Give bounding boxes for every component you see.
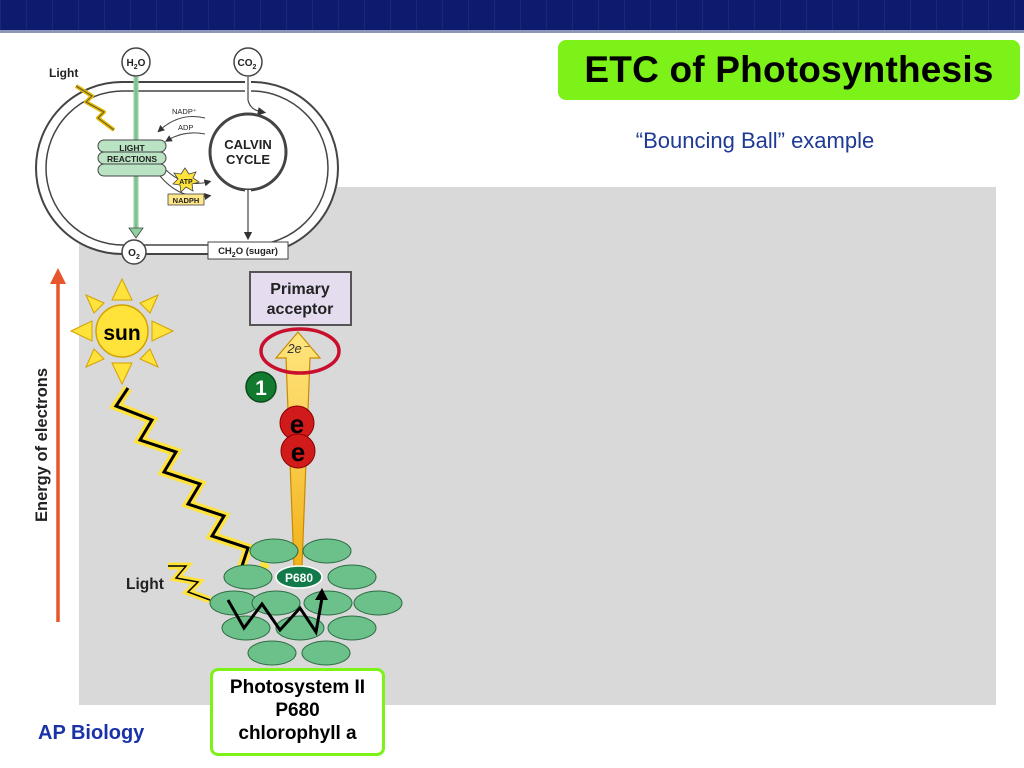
chlorophyll-molecule (301, 640, 351, 666)
chloroplast-light-label: Light (49, 66, 78, 80)
p680-label: P680 (285, 571, 313, 585)
primary-acceptor-box (249, 271, 352, 326)
co2-circle (233, 47, 263, 77)
highlight-ring (259, 327, 341, 375)
chloroplast-diagram: H2O O2 CO2 Light LIGHT REACTIONS NADP⁺ A… (35, 47, 339, 265)
chlorophyll-molecule (247, 640, 297, 666)
banner-divider (0, 30, 1024, 33)
energy-axis-label: Energy of electrons (33, 368, 51, 522)
atp-starburst (172, 167, 200, 193)
sugar-label: CH2O (sugar) (218, 246, 278, 259)
water-arrowhead (128, 227, 144, 239)
o2-circle (121, 239, 147, 265)
p680-reaction-center (275, 565, 323, 589)
primary-acceptor-label-1: Primary (270, 281, 330, 298)
slide-title: ETC of Photosynthesis (584, 49, 994, 90)
photosystem-pigment: chlorophyll a (238, 723, 357, 744)
title-box: ETC of Photosynthesis (558, 40, 1020, 100)
nadp-label: NADP⁺ (172, 107, 197, 116)
light-reactions-label-2: REACTIONS (107, 154, 157, 164)
chlorophyll-molecule (249, 538, 299, 564)
step-number: 1 (255, 377, 267, 400)
chlorophyll-molecule (223, 564, 273, 590)
primary-acceptor-label-2: acceptor (267, 301, 334, 318)
two-electron-label: 2e⁻ (286, 341, 309, 356)
chloroplast-inner-membrane (45, 90, 329, 246)
light-reactions-label-1: LIGHT (119, 143, 145, 153)
calvin-label-1: CALVIN (224, 137, 271, 152)
atp-label: ATP (179, 179, 193, 186)
h2o-label: H2O (127, 58, 146, 71)
photosystem-center: P680 (275, 700, 320, 721)
co2-label: CO2 (238, 58, 257, 71)
electron-2-label: e (291, 437, 305, 467)
energy-axis: Energy of electrons (33, 268, 66, 622)
photosystem-label-box: Photosystem II P680 chlorophyll a (210, 668, 385, 756)
sugar-box (207, 241, 289, 260)
co2-arrow (247, 77, 267, 116)
energy-transfer-path (226, 597, 324, 636)
o2-label: O2 (128, 248, 140, 261)
nadph-label: NADPH (173, 196, 200, 205)
chlorophyll-molecule (251, 590, 301, 616)
photosystem-name: Photosystem II (229, 677, 366, 698)
chlorophyll-molecule (221, 615, 271, 641)
h2o-circle (121, 47, 151, 77)
top-banner (0, 0, 1024, 30)
photosystem-light-bolt (168, 562, 212, 604)
sun-icon (69, 277, 175, 386)
adp-label: ADP (178, 123, 193, 132)
chlorophyll-molecule (327, 615, 377, 641)
step-badge (245, 371, 277, 403)
photosystem-light-label: Light (126, 576, 164, 593)
electron-1-label: e (290, 409, 304, 439)
footer-label: AP Biology (38, 722, 145, 744)
chlorophyll-molecule (353, 590, 403, 616)
thylakoid-stack (97, 139, 167, 177)
sun-label: sun (103, 322, 140, 345)
electron-2 (280, 433, 316, 469)
chlorophyll-molecule (303, 590, 353, 616)
calvin-label-2: CYCLE (226, 152, 270, 167)
nadph-box (167, 193, 205, 206)
chlorophyll-molecule (302, 538, 352, 564)
sunlight-wave (109, 385, 270, 584)
chlorophyll-molecule (327, 564, 377, 590)
chlorophyll-cluster (209, 538, 403, 666)
energy-axis-arrowhead (50, 268, 66, 284)
slide-subtitle: “Bouncing Ball” example (635, 128, 875, 153)
